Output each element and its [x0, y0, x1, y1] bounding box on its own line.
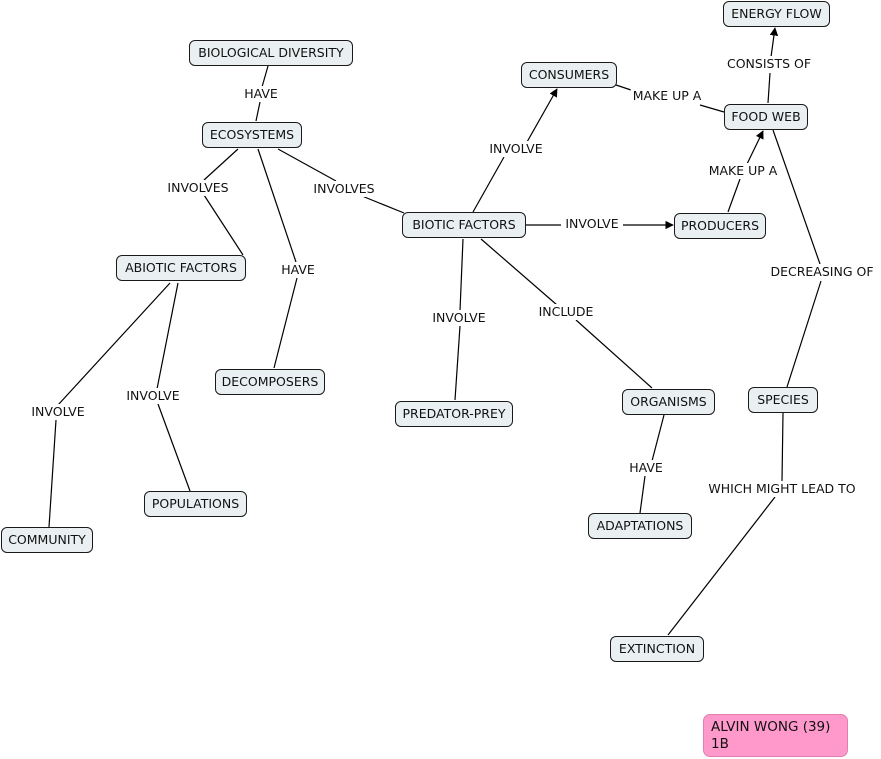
edge-involves-abiotic	[203, 194, 244, 256]
link-involves-abiotic: INVOLVES	[165, 180, 231, 196]
author-label: ALVIN WONG (39) 1B	[703, 714, 848, 757]
link-include-organisms: INCLUDE	[536, 304, 596, 320]
edge-make-up-foodweb-arrow	[746, 130, 764, 165]
node-ecosystems[interactable]: ECOSYSTEMS	[202, 122, 302, 148]
edge-have-decomposers	[273, 277, 298, 369]
edge-include-organisms	[575, 319, 653, 389]
edge-biodiversity-have	[261, 65, 269, 88]
node-biological-diversity[interactable]: BIOLOGICAL DIVERSITY	[189, 40, 353, 66]
edge-ecosystems-involves-left	[203, 148, 239, 181]
link-decreasing-of: DECREASING OF	[768, 264, 876, 280]
edge-involve-community	[48, 419, 57, 528]
link-consists-of: CONSISTS OF	[724, 56, 814, 72]
edge-involve-predator	[454, 325, 461, 401]
edge-have-ecosystems	[255, 101, 261, 122]
edge-consists-energyflow	[769, 27, 779, 58]
node-community[interactable]: COMMUNITY	[1, 527, 93, 553]
node-organisms[interactable]: ORGANISMS	[622, 389, 715, 415]
node-populations[interactable]: POPULATIONS	[144, 491, 247, 517]
edge-ecosystems-involves-right	[277, 148, 337, 182]
edge-biotic-involve-consumers	[472, 156, 505, 213]
edge-have-adaptations	[639, 475, 646, 514]
node-energy-flow[interactable]: ENERGY FLOW	[723, 1, 830, 27]
edge-involve-consumers	[526, 88, 558, 143]
edge-biotic-involve-predator	[459, 238, 464, 312]
node-extinction[interactable]: EXTINCTION	[610, 636, 704, 662]
edge-decreasing-species	[786, 280, 822, 388]
node-producers[interactable]: PRODUCERS	[674, 213, 766, 239]
edge-consumers-make-up	[615, 84, 632, 91]
edge-abiotic-involve-populations	[156, 282, 179, 390]
node-abiotic-factors[interactable]: ABIOTIC FACTORS	[116, 255, 246, 281]
link-involves-biotic: INVOLVES	[311, 181, 377, 197]
edge-biotic-include-organisms	[480, 238, 558, 306]
node-consumers[interactable]: CONSUMERS	[521, 62, 617, 88]
node-adaptations[interactable]: ADAPTATIONS	[588, 513, 692, 539]
link-involve-community: INVOLVE	[29, 404, 87, 420]
link-have-biodiversity: HAVE	[242, 86, 280, 102]
node-biotic-factors[interactable]: BIOTIC FACTORS	[402, 212, 526, 238]
link-make-up-producers: MAKE UP A	[706, 163, 780, 179]
node-species[interactable]: SPECIES	[748, 387, 818, 413]
link-involve-predator: INVOLVE	[430, 310, 488, 326]
edge-abiotic-involve-community	[57, 282, 171, 406]
link-involve-consumers: INVOLVE	[487, 141, 545, 157]
node-predator-prey[interactable]: PREDATOR-PREY	[395, 401, 513, 427]
link-involve-producers: INVOLVE	[563, 216, 621, 232]
edge-ecosystems-have-decomposers	[257, 148, 297, 263]
node-decomposers[interactable]: DECOMPOSERS	[215, 369, 325, 395]
edge-make-up-foodweb	[699, 104, 725, 113]
link-make-up-consumers: MAKE UP A	[630, 88, 704, 104]
edge-producers-make-up	[727, 178, 741, 213]
node-food-web[interactable]: FOOD WEB	[724, 104, 808, 130]
link-have-adaptations: HAVE	[627, 460, 665, 476]
link-have-decomposers: HAVE	[279, 262, 317, 278]
author-class: 1B	[711, 736, 729, 752]
edge-foodweb-consists	[767, 72, 771, 104]
author-name: ALVIN WONG (39)	[711, 719, 831, 735]
link-involve-populations: INVOLVE	[124, 388, 182, 404]
edge-involve-populations	[157, 403, 191, 492]
edge-involves-biotic	[361, 195, 405, 214]
edge-lead-to-extinction	[667, 496, 776, 636]
link-which-might-lead-to: WHICH MIGHT LEAD TO	[706, 481, 858, 497]
edge-foodweb-decreasing	[772, 129, 821, 265]
edge-species-lead-to	[781, 412, 784, 482]
edge-organisms-have-adaptations	[651, 414, 665, 462]
